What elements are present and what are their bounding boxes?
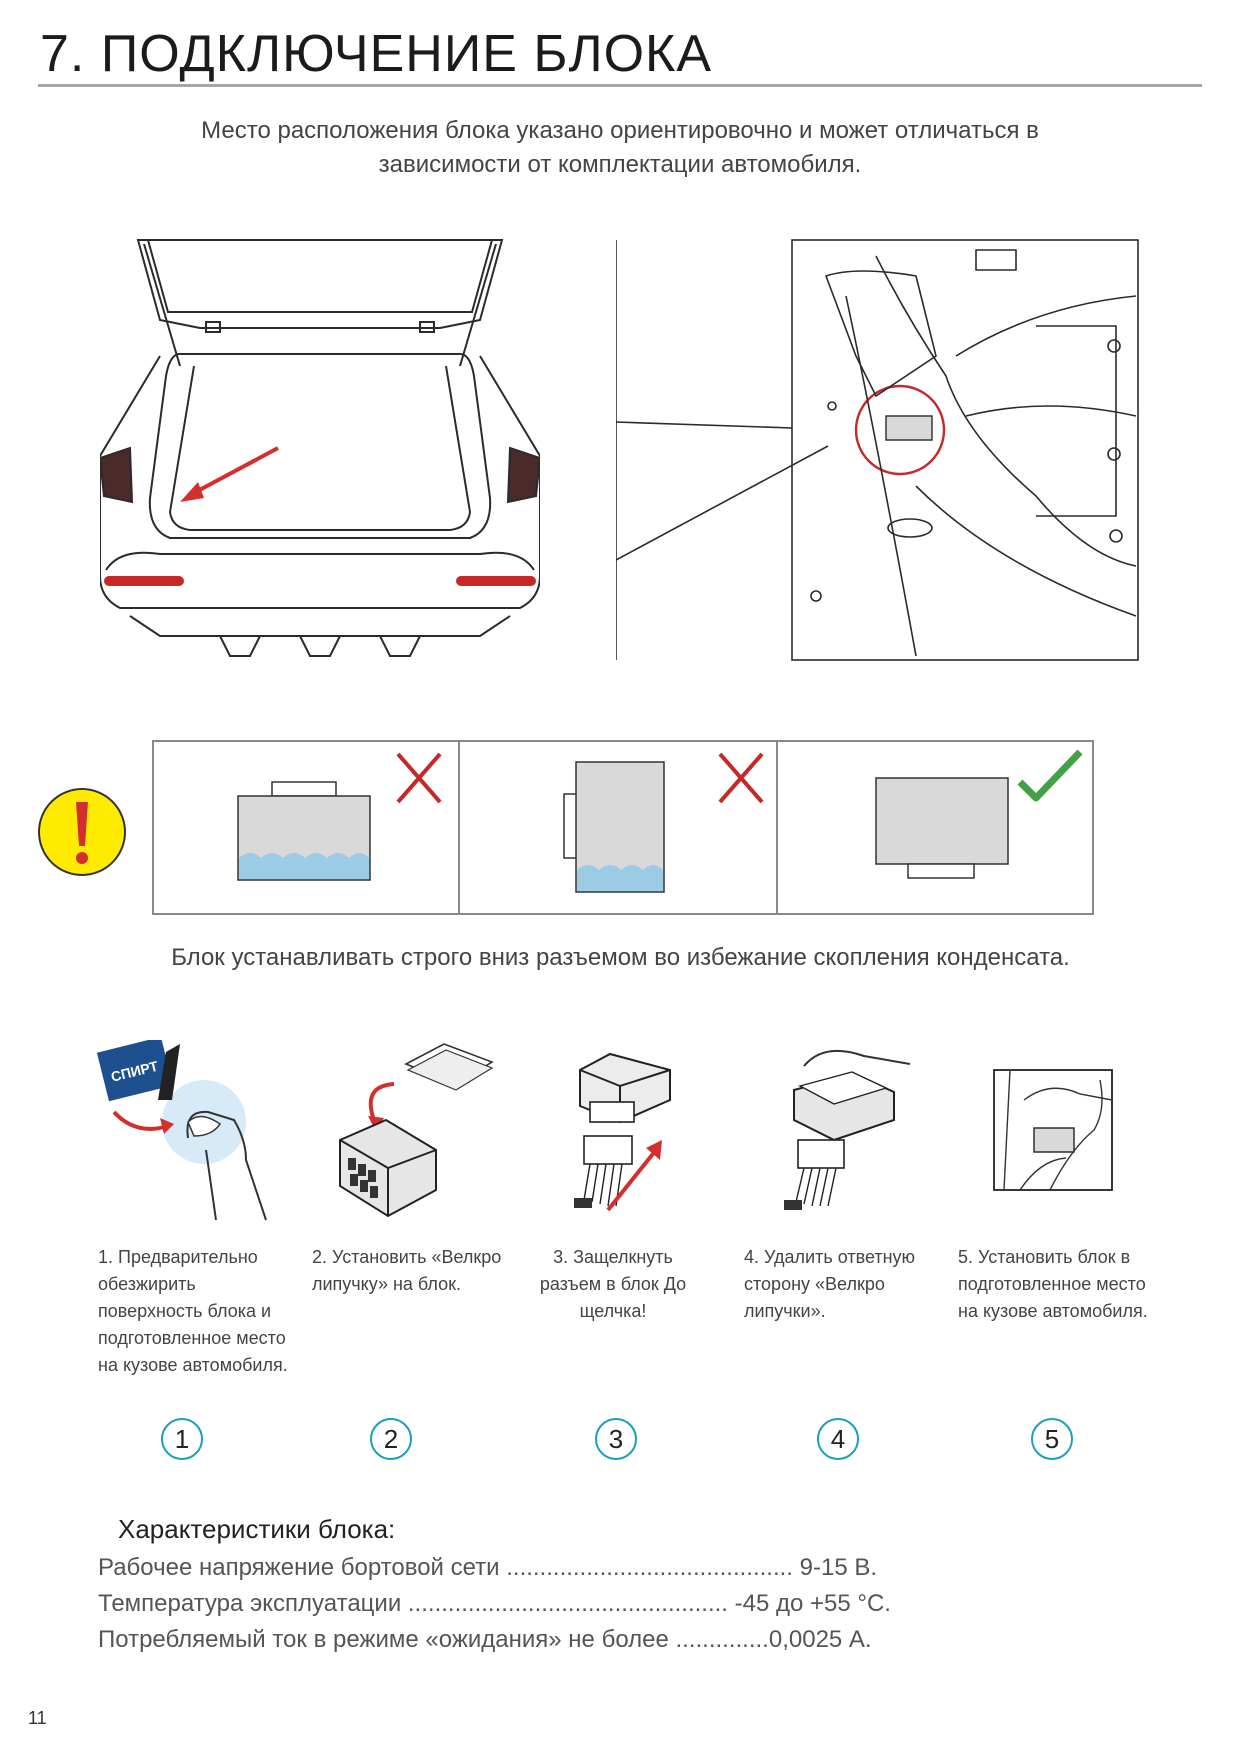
check-icon xyxy=(1017,749,1083,802)
spec-standby-current: Потребляемый ток в режиме «ожидания» не … xyxy=(98,1626,872,1653)
orientation-comparison-panel xyxy=(152,740,1094,915)
title-divider xyxy=(38,84,1202,87)
step-4-remove-velcro-illustration xyxy=(784,1049,911,1210)
wrong-orientation-connector-up xyxy=(237,781,371,881)
step-2-number: 2 xyxy=(370,1418,412,1460)
wrong-orientation-connector-side xyxy=(563,761,665,893)
warning-exclamation-icon xyxy=(38,788,126,876)
correct-orientation-connector-down xyxy=(875,777,1009,879)
cross-icon xyxy=(718,752,764,804)
step-5-number: 5 xyxy=(1031,1418,1073,1460)
step-5-text: 5. Установить блок в подготовленное мест… xyxy=(958,1247,1148,1321)
intro-text: Место расположения блока указано ориенти… xyxy=(201,117,1039,178)
step-1-degrease-illustration: СПИРТ xyxy=(96,1040,267,1221)
spec-temperature: Температура эксплуатации ...............… xyxy=(98,1590,891,1617)
step-3-number: 3 xyxy=(595,1418,637,1460)
step-4-number: 4 xyxy=(817,1418,859,1460)
step-2-text: 2. Установить «Велкро липучку» на блок. xyxy=(312,1247,502,1294)
page-title: 7. ПОДКЛЮЧЕНИЕ БЛОКА xyxy=(40,25,713,83)
step-5-mount-illustration xyxy=(993,1069,1113,1191)
specs-heading: Характеристики блока: xyxy=(118,1514,396,1544)
step-1-number: 1 xyxy=(161,1418,203,1460)
step-3-text: 3. Защелкнуть разъем в блок До щелчка! xyxy=(539,1247,687,1321)
cross-icon xyxy=(396,752,442,804)
step-1-text: 1. Предварительно обезжирить поверхность… xyxy=(98,1247,288,1375)
orientation-note: Блок устанавливать строго вниз разъемом … xyxy=(171,944,1070,971)
page-number: 11 xyxy=(28,1708,47,1728)
step-4-text: 4. Удалить ответную сторону «Велкро липу… xyxy=(744,1247,916,1321)
step-2-velcro-illustration xyxy=(339,1043,494,1218)
spec-voltage: Рабочее напряжение бортовой сети .......… xyxy=(98,1554,878,1581)
step-3-connector-illustration xyxy=(574,1052,671,1212)
mounting-location-detail xyxy=(616,239,1139,661)
car-rear-illustration xyxy=(100,239,540,657)
